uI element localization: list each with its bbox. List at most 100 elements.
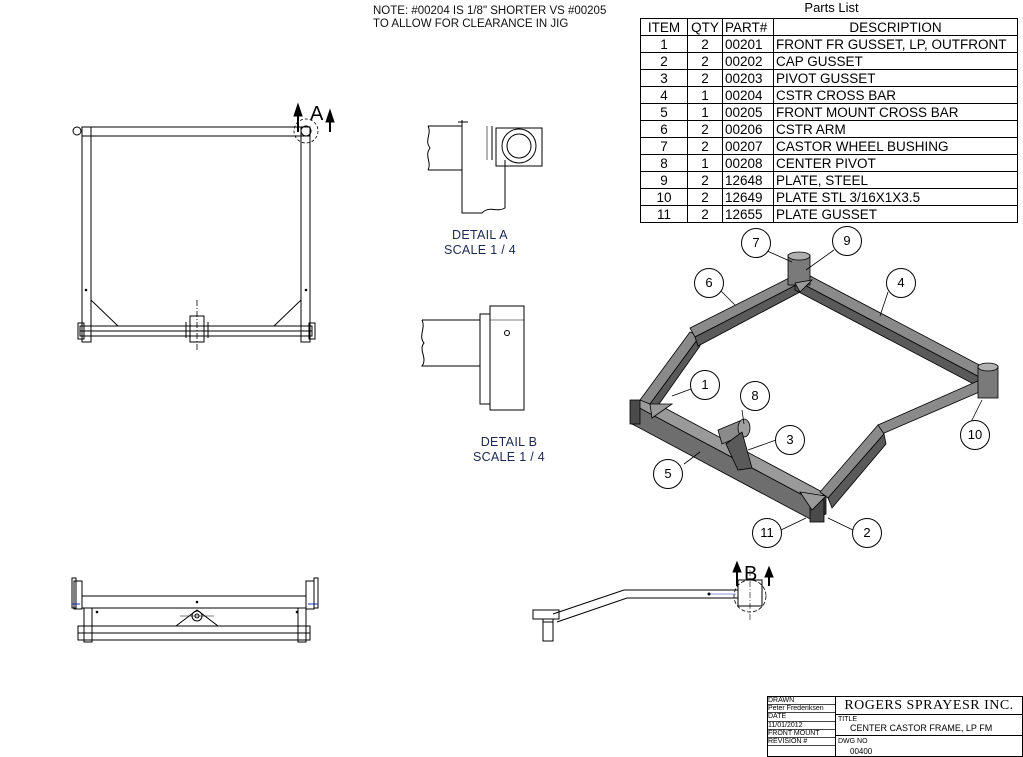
side-view [532, 560, 774, 642]
title-label: TITLE [838, 716, 858, 723]
balloon-8: 8 [740, 381, 770, 411]
cell-qty: 2 [687, 52, 723, 70]
balloon-6: 6 [694, 268, 724, 298]
cell-item: 9 [640, 171, 688, 189]
cell-description: CASTOR WHEEL BUSHING [773, 137, 1018, 155]
cell-qty: 1 [687, 86, 723, 104]
detail-b-name: DETAIL B [480, 435, 538, 449]
detail-a-drawing [427, 120, 543, 214]
cell-description: PLATE, STEEL [773, 171, 1018, 189]
dwg-number: 00400 [850, 747, 873, 756]
cell-part: 12655 [722, 205, 774, 223]
drawing-note: NOTE: #00204 IS 1/8" SHORTER VS #00205 T… [373, 5, 606, 31]
cell-qty: 2 [687, 171, 723, 189]
cell-part: 00202 [722, 52, 774, 70]
balloon-5: 5 [653, 459, 683, 489]
view-letter-a: A [310, 103, 324, 125]
note-line-2: TO ALLOW FOR CLEARANCE IN JIG [373, 18, 569, 30]
cell-qty: 1 [687, 154, 723, 172]
group-value: FRONT MOUNT [768, 730, 835, 738]
cell-part: 00206 [722, 120, 774, 138]
note-line-1: NOTE: #00204 IS 1/8" SHORTER VS #00205 [373, 5, 607, 17]
detail-a-scale: SCALE 1 / 4 [443, 243, 517, 257]
cell-item: 8 [640, 154, 688, 172]
cell-description: PIVOT GUSSET [773, 69, 1018, 87]
cell-item: 4 [640, 86, 688, 104]
balloon-11: 11 [752, 518, 782, 548]
cell-part: 12648 [722, 171, 774, 189]
detail-b-label: DETAIL B SCALE 1 / 4 [454, 435, 564, 465]
header-description: DESCRIPTION [773, 18, 1018, 36]
cell-part: 12649 [722, 188, 774, 206]
date-value: 11/01/2012 [768, 722, 835, 730]
cell-qty: 2 [687, 120, 723, 138]
cell-description: CENTER PIVOT [773, 154, 1018, 172]
cell-item: 1 [640, 35, 688, 53]
balloon-3: 3 [775, 425, 805, 455]
cell-qty: 2 [687, 188, 723, 206]
detail-b-scale: SCALE 1 / 4 [472, 450, 546, 464]
revision-label: REVISION # [768, 738, 835, 747]
cell-description: FRONT FR GUSSET, LP, OUTFRONT [773, 35, 1018, 53]
cell-description: CSTR ARM [773, 120, 1018, 138]
parts-list-title: Parts List [804, 0, 859, 15]
balloon-9: 9 [832, 226, 862, 256]
cell-description: CSTR CROSS BAR [773, 86, 1018, 104]
detail-b-drawing [421, 305, 525, 411]
cell-qty: 2 [687, 35, 723, 53]
view-letter-b: B [744, 563, 758, 585]
cell-part: 00207 [722, 137, 774, 155]
cell-item: 11 [640, 205, 688, 223]
cell-description: CAP GUSSET [773, 52, 1018, 70]
title-block-fields: DRAWN Peter Frederiksen DATE 11/01/2012 … [768, 697, 836, 756]
detail-a-label: DETAIL A SCALE 1 / 4 [425, 228, 535, 258]
cell-qty: 1 [687, 103, 723, 121]
balloon-1: 1 [690, 370, 720, 400]
front-view [71, 577, 319, 643]
cell-description: FRONT MOUNT CROSS BAR [773, 103, 1018, 121]
cell-part: 00208 [722, 154, 774, 172]
cell-part: 00204 [722, 86, 774, 104]
header-part: PART# [722, 18, 774, 36]
parts-header-row: ITEM QTY PART# DESCRIPTION [640, 18, 1018, 36]
cell-item: 5 [640, 103, 688, 121]
cell-item: 3 [640, 69, 688, 87]
top-view [72, 102, 335, 352]
cell-description: PLATE STL 3/16X1X3.5 [773, 188, 1018, 206]
isometric-assembly [629, 251, 999, 523]
cell-item: 7 [640, 137, 688, 155]
drawn-by: Peter Frederiksen [768, 705, 835, 714]
cell-item: 2 [640, 52, 688, 70]
cell-qty: 2 [687, 205, 723, 223]
header-qty: QTY [687, 18, 723, 36]
cell-part: 00205 [722, 103, 774, 121]
balloon-7: 7 [741, 228, 771, 258]
balloon-4: 4 [886, 268, 916, 298]
drawing-title: CENTER CASTOR FRAME, LP FM [850, 723, 993, 733]
cell-qty: 2 [687, 69, 723, 87]
dwg-label: DWG NO [838, 738, 868, 745]
dwg-number-row: DWG NO 00400 [836, 735, 1022, 757]
balloon-10: 10 [960, 420, 990, 450]
cell-qty: 2 [687, 137, 723, 155]
company-name: ROGERS SPRAYESR INC. [836, 697, 1022, 715]
detail-a-name: DETAIL A [452, 228, 508, 242]
cell-part: 00203 [722, 69, 774, 87]
title-block: DRAWN Peter Frederiksen DATE 11/01/2012 … [767, 696, 1023, 757]
header-item: ITEM [640, 18, 688, 36]
balloon-2: 2 [852, 518, 882, 548]
cell-part: 00201 [722, 35, 774, 53]
